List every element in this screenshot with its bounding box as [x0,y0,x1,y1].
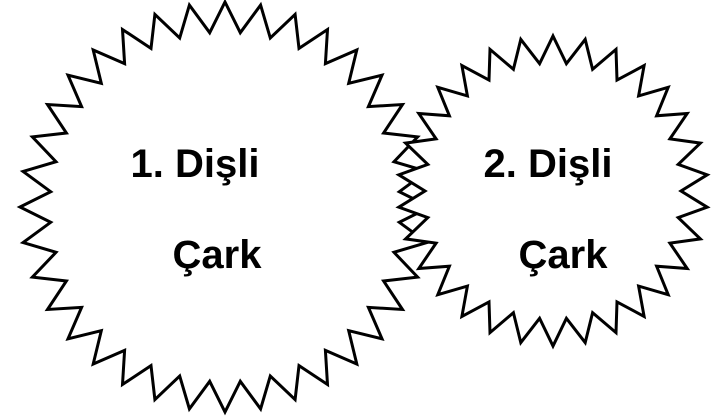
gear-2-label-line1: 2. Dişli [484,142,613,186]
gear-2: 2. Dişli Çark [395,32,711,350]
gear-2-outline [395,32,711,350]
gear-1-label-line1: 1. Dişli [131,142,260,186]
gear-2-label-line2: Çark [519,233,609,277]
gear-1-label-line2: Çark [173,233,263,277]
gear-1-outline [16,0,434,416]
gear-1: 1. Dişli Çark [16,0,434,416]
